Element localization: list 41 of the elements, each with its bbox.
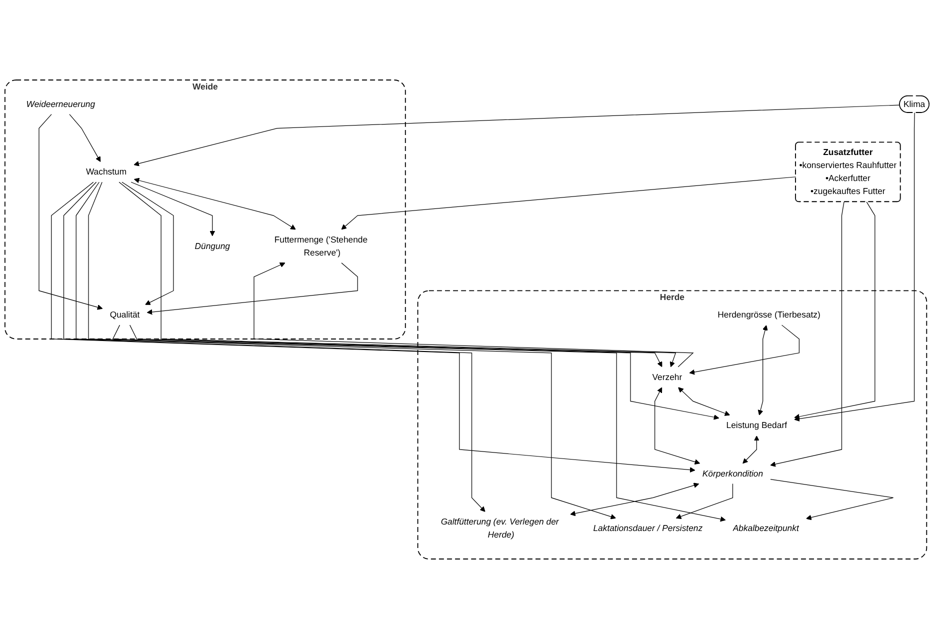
arrow <box>676 484 734 520</box>
arrow <box>341 176 796 230</box>
node-text: Futtermenge ('Stehende Reserve') <box>274 234 368 258</box>
arrow <box>134 178 296 230</box>
arrow <box>51 182 696 473</box>
arrow <box>134 104 900 166</box>
arrow <box>654 387 700 465</box>
node-text: Zusatzfutter •konserviertes Rauhfutter •Ackerfutter •zugekauftes Futter <box>799 147 897 196</box>
arrow <box>63 182 486 512</box>
node-text: Herdengrösse (Tierbesatz) <box>718 310 820 320</box>
node-text: Verzehr <box>652 372 682 382</box>
node-text: Körperkondition <box>702 468 764 478</box>
node-text: Laktationsdauer / Persistenz <box>593 523 703 534</box>
arrow <box>130 182 216 236</box>
arrow <box>130 324 662 368</box>
arrow <box>770 202 844 467</box>
arrow <box>689 324 800 375</box>
arrow <box>678 387 730 416</box>
node-text: Galtfütterung (ev. Verlegen der Herde) <box>440 516 559 540</box>
arrow <box>254 262 694 368</box>
arrow <box>88 182 726 522</box>
arrow <box>122 182 174 305</box>
arrow <box>76 182 616 520</box>
node-text: Düngung <box>194 240 230 251</box>
arrow <box>69 114 101 162</box>
arrow <box>38 114 103 310</box>
arrow <box>570 482 700 516</box>
arrow <box>146 262 358 315</box>
arrow <box>742 436 760 464</box>
node-text: Wachstum <box>86 166 127 177</box>
node-text: Klima <box>903 98 926 109</box>
arrow <box>118 182 676 368</box>
arrow <box>112 324 720 420</box>
arrow <box>794 202 876 420</box>
arrow <box>758 325 768 416</box>
node-text: Qualität <box>110 310 140 320</box>
arrow <box>794 112 915 422</box>
node-text: Weideerneuerung <box>26 98 96 109</box>
arrow <box>770 478 894 520</box>
node-text: Abkalbezeitpunkt <box>732 523 799 534</box>
node-text: Leistung Bedarf <box>726 420 787 430</box>
